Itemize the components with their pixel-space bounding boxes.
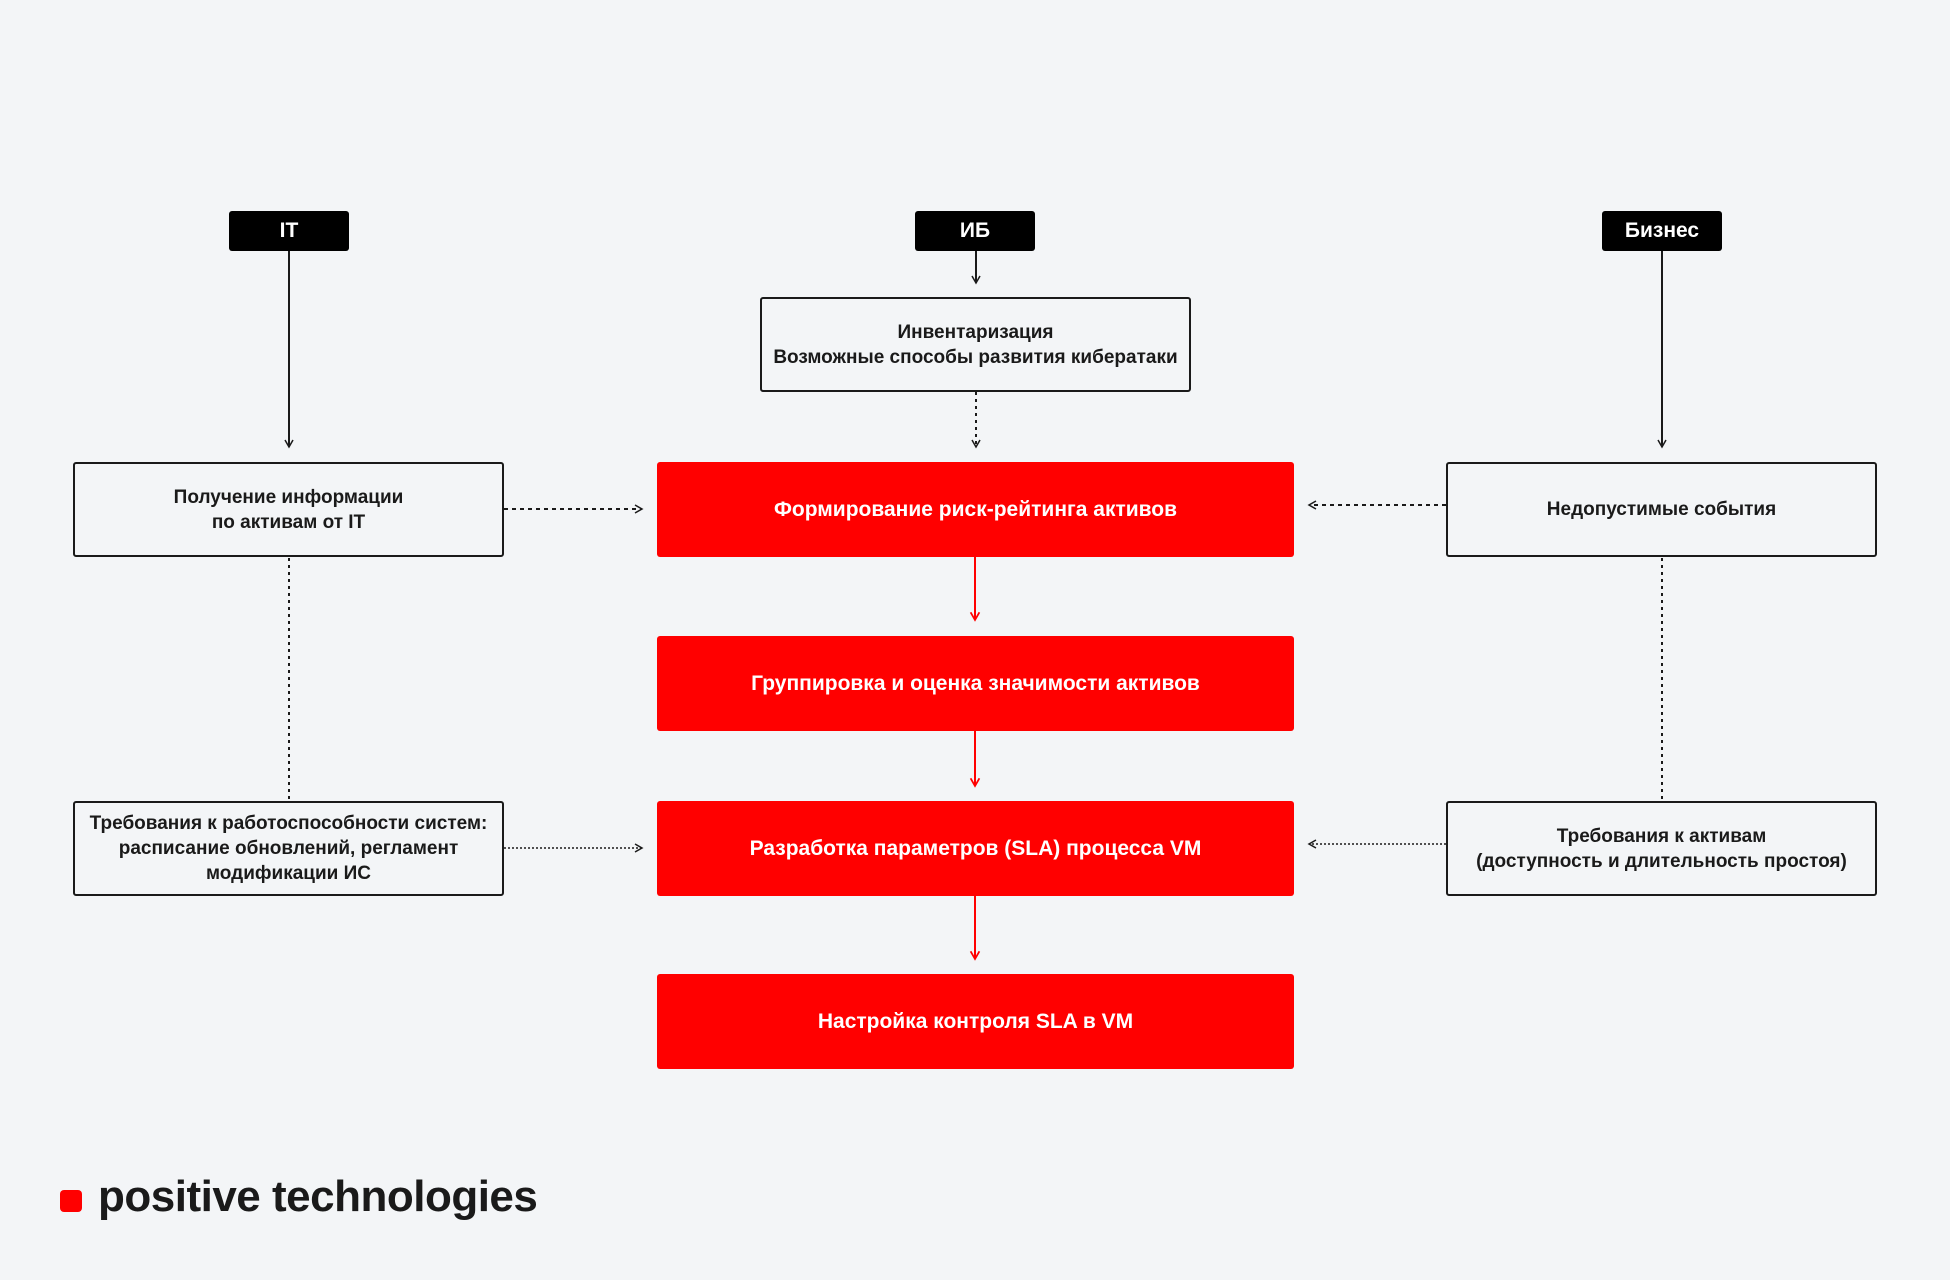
column-tag-business: Бизнес bbox=[1602, 211, 1722, 251]
inventory-line-1: Инвентаризация bbox=[897, 321, 1054, 343]
inventory-node: Инвентаризация Возможные способы развити… bbox=[760, 297, 1191, 392]
asset-requirements-line-1: Требования к активам bbox=[1556, 825, 1767, 847]
step-risk-rating: Формирование риск-рейтинга активов bbox=[657, 462, 1294, 557]
step-asset-grouping: Группировка и оценка значимости активов bbox=[657, 636, 1294, 731]
system-requirements-line-2: расписание обновлений, регламент bbox=[118, 838, 459, 859]
logo-text: positive technologies bbox=[98, 1172, 538, 1221]
unacceptable-events-node: Недопустимые события bbox=[1446, 462, 1877, 557]
asset-info-node: Получение информации по активам от IT bbox=[73, 462, 504, 557]
logo-mark-icon bbox=[60, 1190, 82, 1212]
inventory-line-2: Возможные способы развития кибератаки bbox=[773, 346, 1178, 368]
step-sla-control-label: Настройка контроля SLA в VM bbox=[817, 1009, 1134, 1033]
company-logo: positive technologies bbox=[60, 1172, 538, 1222]
step-asset-grouping-label: Группировка и оценка значимости активов bbox=[751, 671, 1200, 695]
step-sla-parameters: Разработка параметров (SLA) процесса VM bbox=[657, 801, 1294, 896]
unacceptable-events-label: Недопустимые события bbox=[1546, 499, 1777, 520]
system-requirements-node: Требования к работоспособности систем: р… bbox=[73, 801, 504, 896]
asset-requirements-line-2: (доступность и длительность простоя) bbox=[1476, 850, 1847, 872]
asset-info-line-2: по активам от IT bbox=[211, 511, 366, 533]
step-risk-rating-label: Формирование риск-рейтинга активов bbox=[773, 497, 1178, 521]
column-tag-it: IT bbox=[229, 211, 349, 251]
asset-info-line-1: Получение информации bbox=[173, 486, 404, 508]
step-sla-control: Настройка контроля SLA в VM bbox=[657, 974, 1294, 1069]
column-tag-ib: ИБ bbox=[915, 211, 1035, 251]
step-sla-parameters-label: Разработка параметров (SLA) процесса VM bbox=[749, 836, 1202, 860]
system-requirements-line-1: Требования к работоспособности систем: bbox=[89, 813, 488, 834]
system-requirements-line-3: модификации ИС bbox=[206, 863, 371, 884]
asset-requirements-node: Требования к активам (доступность и длит… bbox=[1446, 801, 1877, 896]
